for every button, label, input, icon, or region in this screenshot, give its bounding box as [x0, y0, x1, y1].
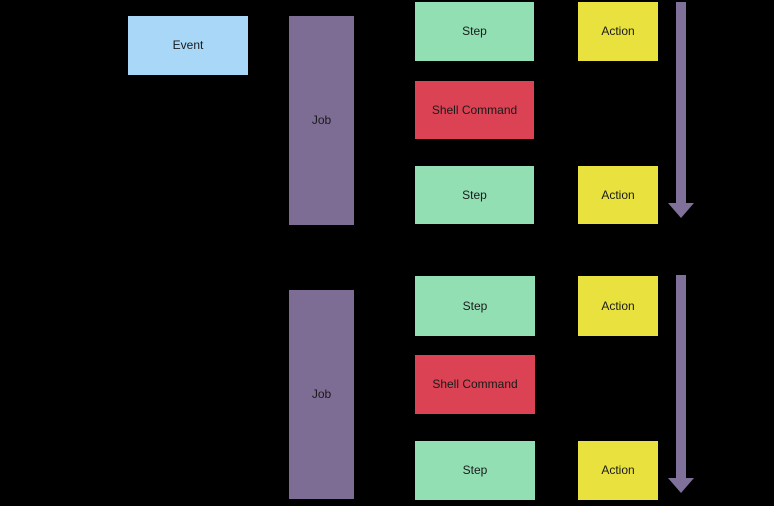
step-node: Step [415, 441, 535, 500]
arrow-shaft [676, 275, 686, 478]
event-node: Event [128, 16, 248, 75]
arrow-head [668, 203, 694, 218]
arrow-shaft [676, 2, 686, 203]
flow-down-arrow-icon [668, 275, 694, 493]
shell-command-node: Shell Command [415, 355, 535, 414]
arrow-head [668, 478, 694, 493]
step-node: Step [415, 166, 534, 224]
step-node: Step [415, 276, 535, 336]
action-node: Action [578, 166, 658, 224]
action-node: Action [578, 2, 658, 61]
shell-command-node: Shell Command [415, 81, 534, 139]
job-node: Job [289, 16, 354, 225]
action-node: Action [578, 276, 658, 336]
job-node: Job [289, 290, 354, 499]
flow-down-arrow-icon [668, 2, 694, 218]
action-node: Action [578, 441, 658, 500]
step-node: Step [415, 2, 534, 61]
